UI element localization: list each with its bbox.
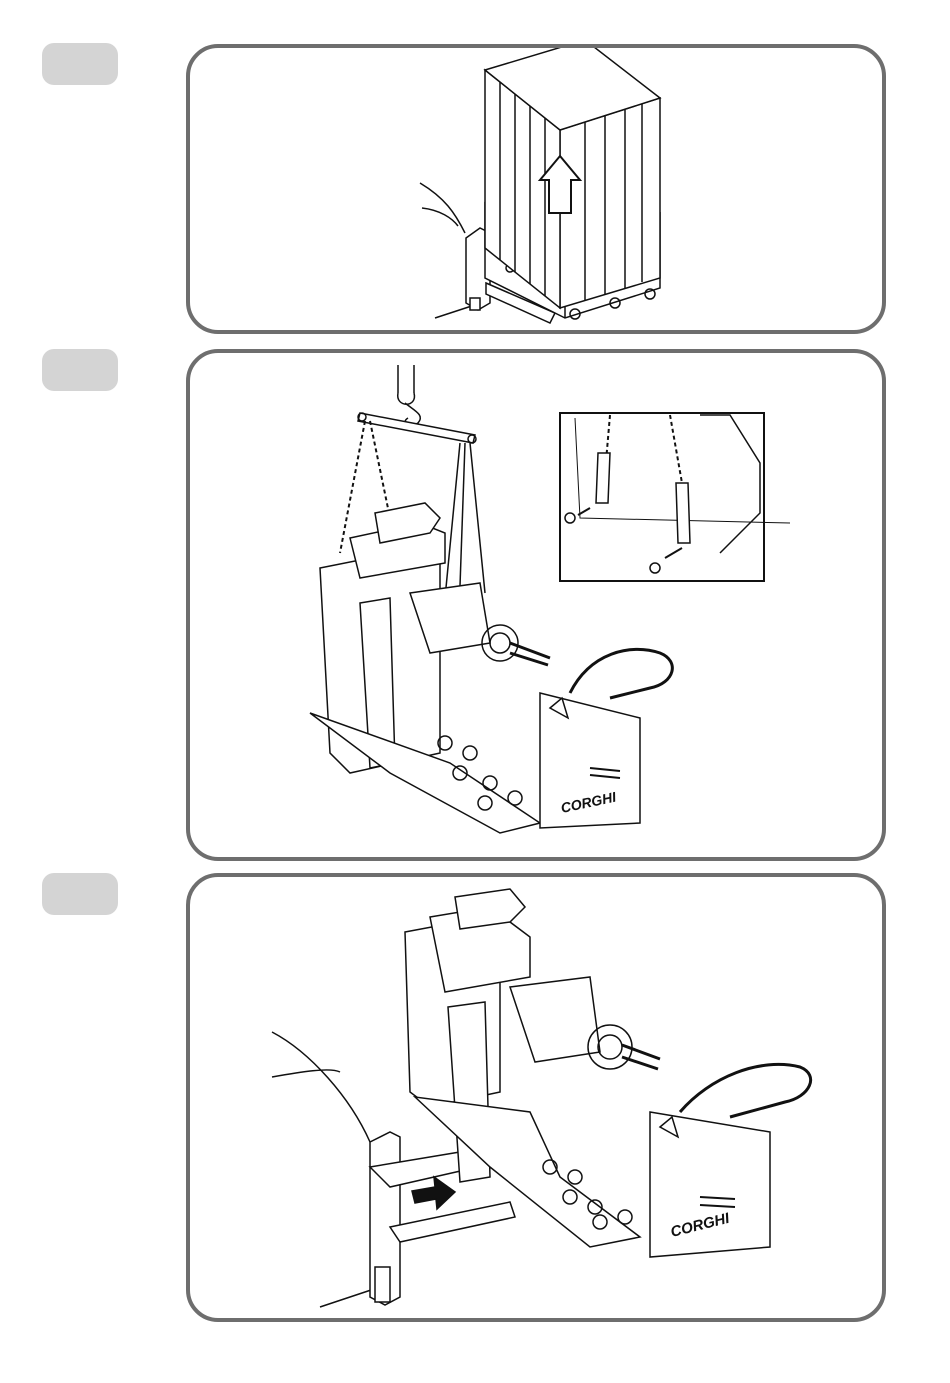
step-2-tab <box>42 349 118 391</box>
step-2-panel: CORGHI <box>186 349 886 861</box>
step-3-panel: CORGHI <box>186 873 886 1322</box>
step-1-panel <box>186 44 886 334</box>
step-1-tab <box>42 43 118 85</box>
forklift-machine-illustration: CORGHI <box>190 877 886 1322</box>
crane-lift-illustration: CORGHI <box>190 353 886 861</box>
forklift-crate-illustration <box>190 48 886 334</box>
step-3-tab <box>42 873 118 915</box>
